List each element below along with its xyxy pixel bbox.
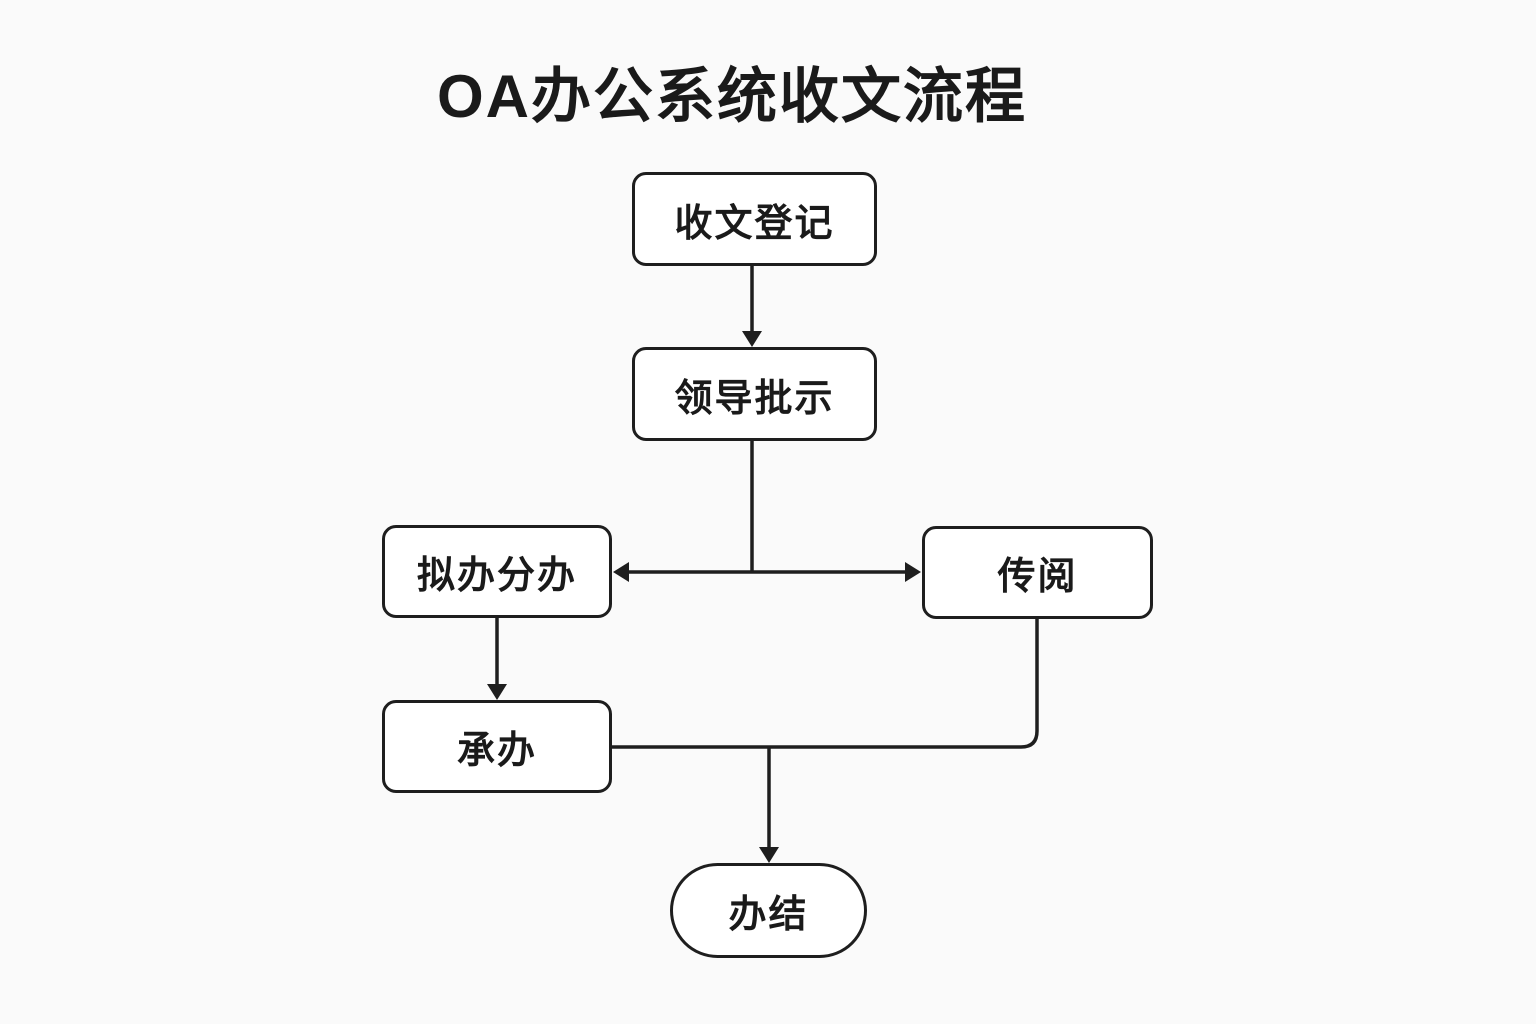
arrowhead-to-undertake bbox=[487, 684, 507, 700]
node-lingdao-pishi: 领导批示 bbox=[632, 347, 877, 441]
node-niban-fenban: 拟办分办 bbox=[382, 525, 612, 618]
arrowhead-to-draft bbox=[613, 562, 629, 582]
node-chuanyue: 传阅 bbox=[922, 526, 1153, 619]
arrowhead-to-complete bbox=[759, 847, 779, 863]
arrowhead-to-circulate bbox=[905, 562, 921, 582]
node-shouwen-dengji: 收文登记 bbox=[632, 172, 877, 266]
arrowhead-to-leader bbox=[742, 331, 762, 347]
edge-circulate-merge bbox=[610, 618, 1039, 749]
diagram-title: OA办公系统收文流程 bbox=[437, 63, 1027, 130]
node-chengban: 承办 bbox=[382, 700, 612, 793]
node-banjie: 办结 bbox=[670, 863, 867, 958]
